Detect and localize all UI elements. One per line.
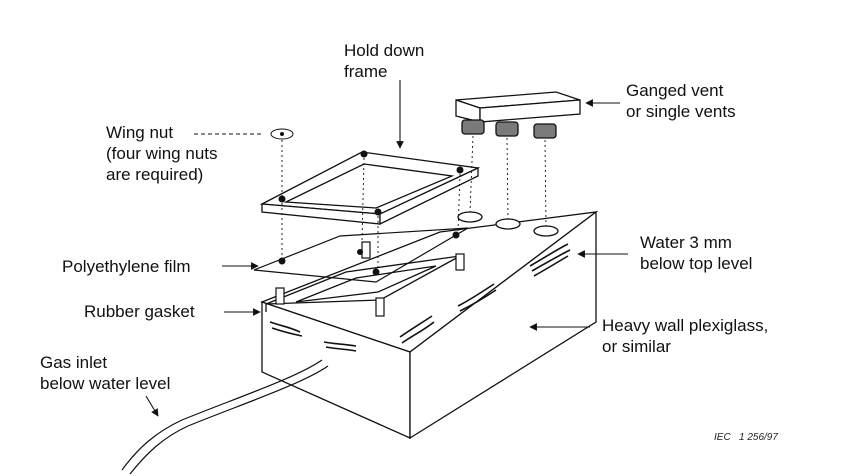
vent-hole <box>495 218 521 230</box>
label-line: Hold down <box>344 41 425 60</box>
frame-bolt-holes <box>278 150 464 216</box>
hold-down-frame <box>259 151 481 226</box>
figure-reference: IEC 1 256/97 <box>714 432 778 443</box>
label-rubber-gasket: Rubber gasket <box>84 301 195 322</box>
water-marks <box>269 243 571 352</box>
label-line: Heavy wall plexiglass, <box>602 316 769 335</box>
label-line: Gas inlet <box>40 353 108 372</box>
label-line: below top level <box>640 254 753 273</box>
label-polyethylene-film: Polyethylene film <box>62 256 191 277</box>
label-line: frame <box>344 62 388 81</box>
polyethylene-film <box>253 227 469 283</box>
leader-lines <box>145 80 628 417</box>
leader-gas-inlet <box>145 395 159 417</box>
label-line: below water level <box>40 374 171 393</box>
vent-holes <box>457 211 559 237</box>
vent-hole <box>533 225 559 237</box>
label-line: are required) <box>106 165 204 184</box>
label-water-level: Water 3 mm below top level <box>640 232 752 274</box>
label-ganged-vent: Ganged vent or single vents <box>626 80 736 122</box>
vent-cylinders <box>461 119 557 139</box>
film-holes <box>278 231 460 276</box>
label-line: Polyethylene film <box>62 257 191 276</box>
label-gas-inlet: Gas inlet below water level <box>40 352 170 394</box>
label-line: Rubber gasket <box>84 302 195 321</box>
label-plexiglass: Heavy wall plexiglass, or similar <box>602 315 768 357</box>
label-line: Wing nut <box>106 123 174 142</box>
tank-right-face <box>409 210 597 440</box>
wing-nut-icon <box>270 128 294 140</box>
label-line: Water 3 mm <box>640 233 732 252</box>
label-hold-down-frame: Hold down frame <box>344 40 424 82</box>
label-line: or similar <box>602 337 671 356</box>
label-line: or single vents <box>626 102 736 121</box>
assembly-guides <box>281 135 547 268</box>
label-line: (four wing nuts <box>106 144 218 163</box>
vent-hole <box>457 211 483 223</box>
label-line: Ganged vent <box>626 81 724 100</box>
gas-inlet-tube <box>121 359 329 475</box>
ganged-vent <box>455 91 581 139</box>
label-wing-nut: Wing nut (four wing nuts are required) <box>106 122 218 185</box>
